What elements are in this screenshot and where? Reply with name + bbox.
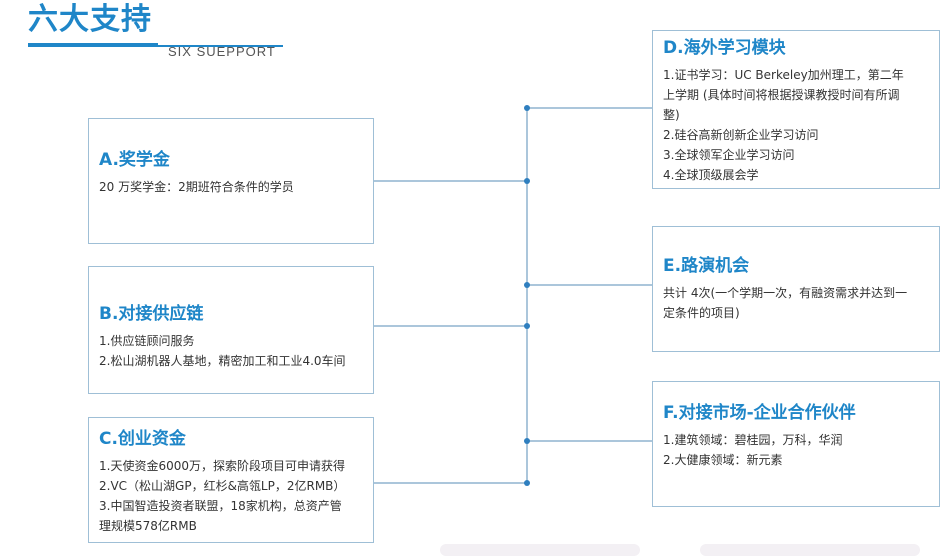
- box-line: 4.全球顶级展会学: [663, 168, 759, 182]
- node-a: [524, 178, 530, 184]
- decorative-strip: [700, 544, 920, 556]
- box-line: 2.VC（松山湖GP，红杉&高瓴LP，2亿RMB）: [99, 479, 346, 493]
- box-line: 1.建筑领域：碧桂园，万科，华润: [663, 433, 843, 447]
- box-line: 定条件的项目): [663, 306, 740, 320]
- box-line: 2.硅谷高新创新企业学习访问: [663, 128, 819, 142]
- box-line: 3.全球领军企业学习访问: [663, 148, 795, 162]
- decorative-strip: [440, 544, 640, 556]
- node-f: [524, 438, 530, 444]
- box-line: 3.中国智造投资者联盟，18家机构，总资产管: [99, 499, 342, 513]
- box-title: B.对接供应链: [99, 304, 204, 324]
- box-line: 20 万奖学金：2期班符合条件的学员: [99, 180, 294, 194]
- box-line: 整): [663, 108, 680, 122]
- support-box-b: B.对接供应链 1.供应链顾问服务 2.松山湖机器人基地，精密加工和工业4.0车…: [88, 266, 374, 394]
- box-title: A.奖学金: [99, 150, 170, 170]
- support-box-f: F.对接市场-企业合作伙伴 1.建筑领域：碧桂园，万科，华润 2.大健康领域：新…: [652, 381, 940, 507]
- support-box-a: A.奖学金 20 万奖学金：2期班符合条件的学员: [88, 118, 374, 244]
- box-line: 上学期 (具体时间将根据授课教授时间有所调: [663, 88, 900, 102]
- title-underline-accent: [28, 43, 158, 47]
- support-box-d: D.海外学习模块 1.证书学习：UC Berkeley加州理工，第二年 上学期 …: [652, 30, 940, 189]
- box-title: C.创业资金: [99, 429, 186, 449]
- box-title: F.对接市场-企业合作伙伴: [663, 403, 856, 423]
- box-title: D.海外学习模块: [663, 38, 786, 58]
- support-box-e: E.路演机会 共计 4次(一个学期一次，有融资需求并达到一 定条件的项目): [652, 226, 940, 352]
- box-line: 1.供应链顾问服务: [99, 334, 195, 348]
- node-c: [524, 480, 530, 486]
- node-e: [524, 282, 530, 288]
- box-line: 2.松山湖机器人基地，精密加工和工业4.0车间: [99, 354, 346, 368]
- box-title: E.路演机会: [663, 256, 750, 276]
- box-line: 共计 4次(一个学期一次，有融资需求并达到一: [663, 286, 908, 300]
- box-line: 理规模578亿RMB: [99, 519, 197, 533]
- box-line: 2.大健康领域：新元素: [663, 453, 783, 467]
- node-d: [524, 105, 530, 111]
- page-title: 六大支持: [28, 2, 152, 37]
- node-b: [524, 323, 530, 329]
- support-box-c: C.创业资金 1.天使资金6000万，探索阶段项目可申请获得 2.VC（松山湖G…: [88, 417, 374, 543]
- box-line: 1.证书学习：UC Berkeley加州理工，第二年: [663, 68, 904, 82]
- box-line: 1.天使资金6000万，探索阶段项目可申请获得: [99, 459, 345, 473]
- page-subtitle: SIX SUEPPORT: [168, 44, 276, 59]
